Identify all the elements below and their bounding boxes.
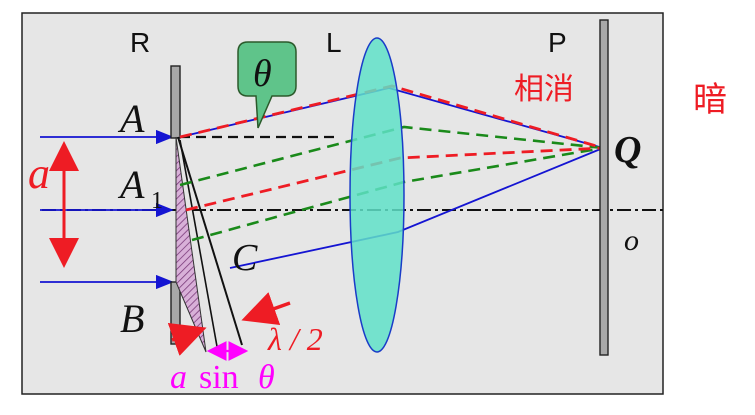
screen-label: P <box>548 27 567 58</box>
slit-label: R <box>130 27 150 58</box>
slit-lower-jaw <box>170 281 181 345</box>
path-difference-triangle <box>175 136 207 353</box>
half-wave-label: λ / 2 <box>267 321 323 357</box>
width-label: a <box>28 149 50 198</box>
path-diff-theta-label: θ <box>258 359 275 396</box>
edge-a-label: A <box>117 96 145 141</box>
theta-callout <box>237 41 297 129</box>
point-c-label: C <box>232 237 258 279</box>
edge-a1-subscript: 1 <box>151 188 163 214</box>
cancel-label: 相消 <box>514 72 574 107</box>
wavefront-line-secondary <box>179 139 219 353</box>
half-wave-arrow-left <box>167 322 207 356</box>
diagram-panel <box>21 12 664 395</box>
path-diff-a-label: a <box>170 359 187 396</box>
lens <box>349 37 405 353</box>
slit-upper-jaw <box>170 65 181 139</box>
point-q-label: Q <box>614 129 641 171</box>
path-diff-sin-label: sin <box>199 359 239 396</box>
edge-b-label: B <box>120 296 144 341</box>
origin-label: o <box>624 224 639 257</box>
angle-label: θ <box>253 53 272 95</box>
wavefront-line <box>177 136 243 346</box>
green-ray-1 <box>179 125 604 187</box>
screen <box>599 19 609 356</box>
half-wave-arrow-right <box>241 292 291 326</box>
dark-label: 暗 <box>693 80 727 120</box>
edge-a1-label: A <box>117 162 145 207</box>
lens-label: L <box>326 27 342 58</box>
